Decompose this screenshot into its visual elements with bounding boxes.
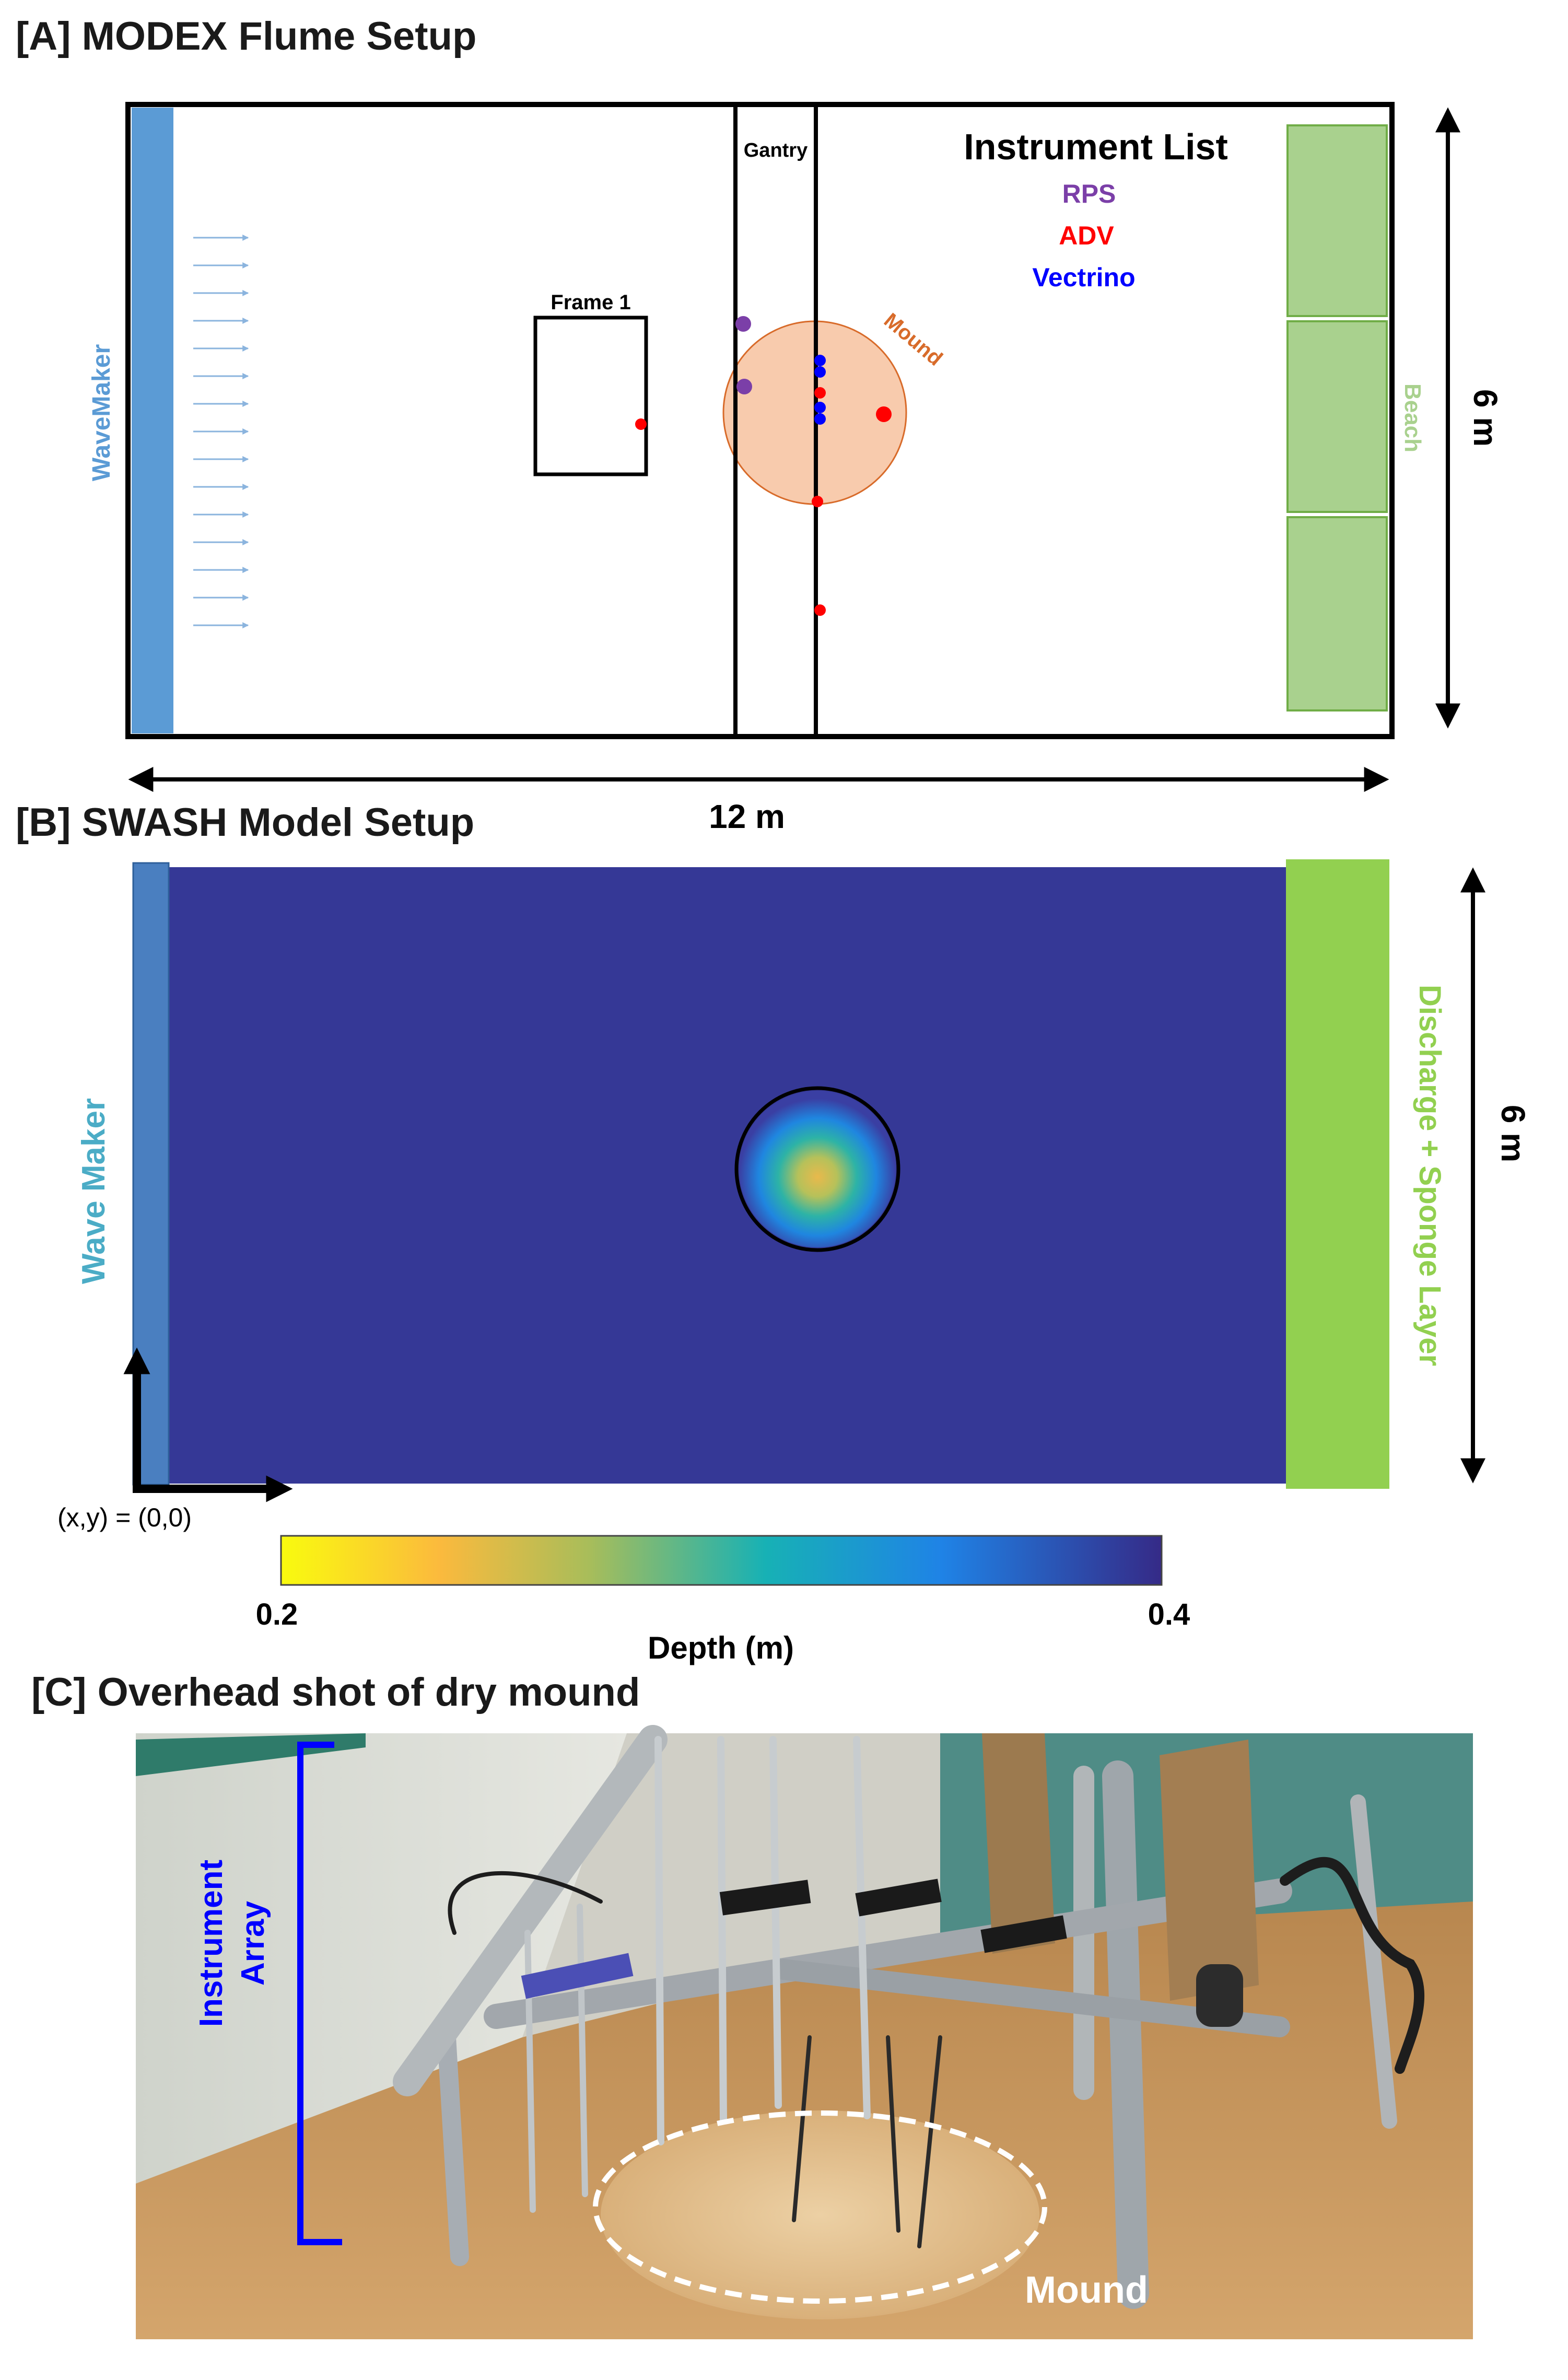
panel-a-title: [A] MODEX Flume Setup	[16, 14, 476, 59]
photo-cable	[886, 2035, 900, 2233]
photo-mound-label: Mound	[1025, 2269, 1148, 2311]
photo-wood-board	[1160, 1740, 1259, 2001]
photo-instrument-housing	[980, 1915, 1067, 1953]
vectrino-marker	[814, 413, 826, 425]
model-mound-depth	[739, 1091, 896, 1247]
height-label-a: 6 m	[1467, 389, 1504, 447]
instrument-list-title: Instrument List	[964, 126, 1228, 167]
photo-pole	[1350, 1794, 1397, 2129]
rps-marker	[736, 379, 752, 394]
photo-rod	[577, 1904, 588, 2197]
vectrino-marker	[814, 355, 826, 366]
model-wavemaker-label: Wave Maker	[76, 1098, 112, 1284]
photo-cable	[448, 1871, 603, 1935]
wavemaker-bar	[132, 108, 173, 733]
origin-label: (x,y) = (0,0)	[57, 1503, 192, 1532]
adv-marker	[635, 418, 647, 430]
sponge-layer-label: Discharge + Sponge Layer	[1413, 985, 1447, 1366]
photo-instrument-housing	[1196, 1964, 1243, 2027]
photo-instrument-housing	[719, 1880, 811, 1916]
depth-colorbar	[280, 1535, 1163, 1586]
photo-cable	[792, 2035, 812, 2222]
legend-vectrino: Vectrino	[1032, 263, 1135, 292]
panel-b-title: [B] SWASH Model Setup	[16, 800, 474, 845]
photo-instrument-housing	[521, 1953, 634, 1999]
photo-instrument-housing	[855, 1879, 942, 1917]
photo-mound-outline	[593, 2110, 1047, 2304]
wave-arrows	[193, 235, 249, 628]
legend-adv: ADV	[1059, 221, 1114, 250]
vectrino-marker	[814, 402, 826, 413]
panel-c-title: [C] Overhead shot of dry mound	[31, 1670, 640, 1714]
panel-c-photo: Instrument Array Mound	[136, 1725, 1473, 2339]
adv-marker	[812, 496, 823, 507]
photo-wall	[136, 1733, 627, 2184]
colorbar-title: Depth (m)	[648, 1630, 794, 1665]
photo-rod	[654, 1736, 664, 2145]
instrument-array-bracket	[297, 1742, 342, 2245]
adv-marker	[876, 406, 892, 422]
photo-wood-board	[982, 1733, 1055, 1954]
photo-rod	[769, 1736, 782, 2109]
rps-marker	[735, 316, 751, 332]
vectrino-marker	[814, 366, 826, 378]
photo-pole	[437, 2028, 469, 2266]
instruments	[635, 316, 892, 616]
instrument-array-label-1: Instrument	[193, 1860, 229, 2027]
beach-block	[1286, 124, 1388, 317]
photo-bar	[484, 1879, 1292, 2029]
panel-b-model: Wave Maker Discharge + Sponge Layer 6 m …	[57, 859, 1532, 1665]
photo-diagonal-bar	[393, 1725, 668, 2096]
adv-marker	[814, 604, 826, 616]
beach-label: Beach	[1400, 383, 1425, 452]
photo-rod	[853, 1736, 871, 2119]
model-mound-outline	[734, 1086, 900, 1252]
height-label-b: 6 m	[1494, 1105, 1532, 1162]
panel-a-flume: WaveMaker Frame 1 Mound Gantry Instrumen…	[88, 102, 1504, 835]
adv-marker	[814, 387, 826, 399]
photo-instrument-frame	[393, 1725, 1425, 2309]
legend-rps: RPS	[1062, 179, 1116, 208]
instrument-array-label-2: Array	[235, 1900, 271, 1986]
gantry-label: Gantry	[744, 139, 808, 161]
width-label: 12 m	[709, 798, 785, 835]
model-domain	[133, 867, 1290, 1484]
beach-block	[1286, 320, 1388, 513]
photo-sand-mound	[601, 2110, 1039, 2319]
photo-cable	[917, 2035, 942, 2248]
colorbar-max-label: 0.4	[1148, 1597, 1190, 1631]
model-sponge-layer	[1286, 859, 1389, 1489]
beach-block	[1286, 516, 1388, 711]
photo-rod	[717, 1736, 727, 2125]
frame-1-label: Frame 1	[551, 291, 630, 314]
colorbar-min-label: 0.2	[256, 1597, 298, 1631]
frame-1	[533, 316, 648, 476]
photo-pole	[1102, 1760, 1149, 2309]
wavemaker-label: WaveMaker	[88, 344, 115, 481]
photo-cable	[1280, 1857, 1425, 2074]
